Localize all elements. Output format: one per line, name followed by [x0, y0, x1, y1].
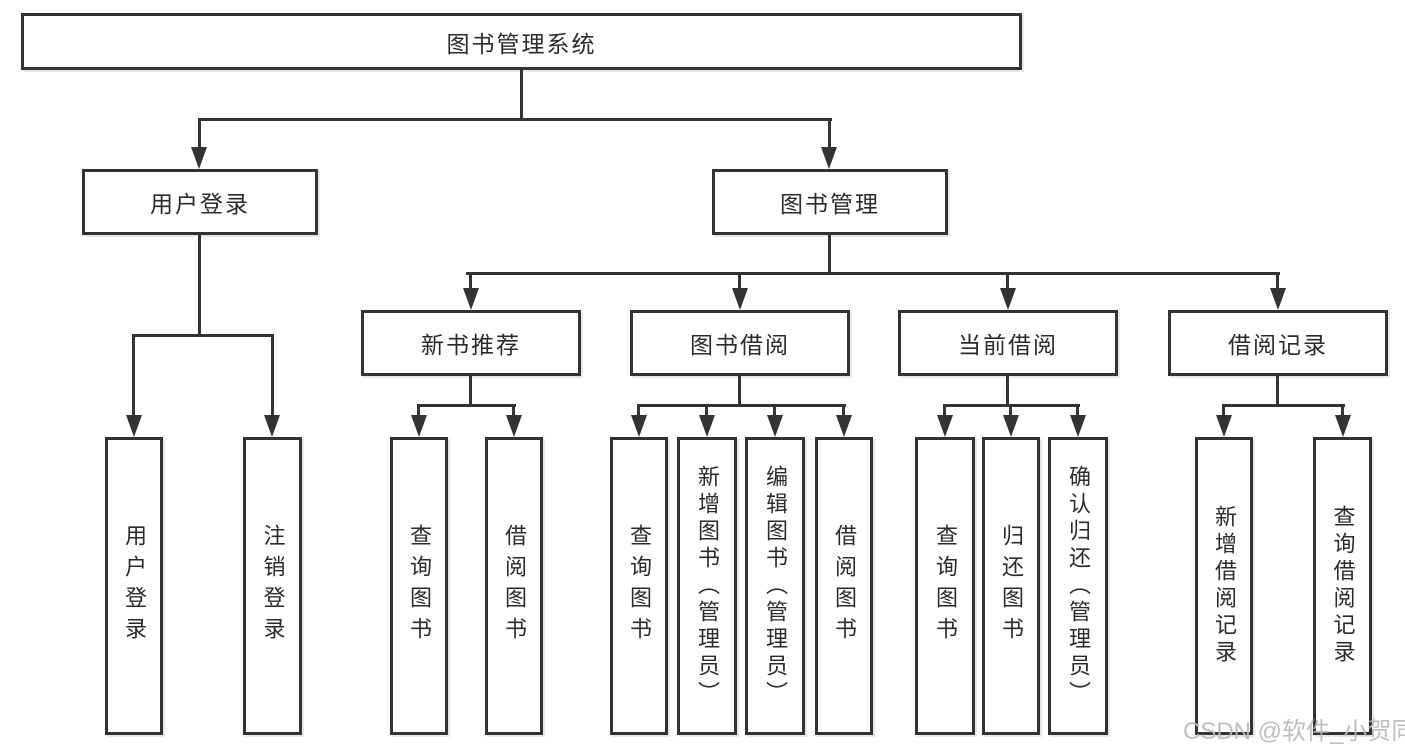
node-book-borrow: 图书借阅 — [630, 310, 850, 376]
connector-line — [637, 404, 846, 407]
leaf-add-books-admin-label: 新增图书（管理员） — [695, 464, 720, 708]
node-new-book-recommend-label: 新书推荐 — [421, 332, 521, 358]
node-borrow-records-label: 借阅记录 — [1228, 332, 1328, 358]
leaf-query-books-current-label: 查询图书 — [933, 524, 958, 648]
arrowhead-icon — [1270, 288, 1286, 310]
arrowhead-icon — [821, 147, 837, 169]
leaf-edit-books-admin-label: 编辑图书（管理员） — [763, 464, 788, 708]
leaf-borrow-books-recommend: 借阅图书 — [485, 437, 543, 735]
connector-line — [738, 275, 741, 289]
arrowhead-icon — [1335, 415, 1351, 437]
connector-line — [512, 407, 515, 416]
node-user-login: 用户登录 — [82, 169, 318, 235]
leaf-confirm-return-admin: 确认归还（管理员） — [1048, 437, 1108, 735]
connector-line — [738, 376, 741, 407]
leaf-query-borrow-record: 查询借阅记录 — [1313, 437, 1372, 735]
node-new-book-recommend: 新书推荐 — [361, 310, 581, 376]
connector-line — [469, 376, 472, 407]
connector-line — [1276, 376, 1279, 407]
leaf-return-books-label: 归还图书 — [999, 524, 1024, 648]
leaf-borrow-books-label: 借阅图书 — [832, 524, 857, 648]
connector-line — [1222, 404, 1345, 407]
connector-line — [417, 404, 516, 407]
arrowhead-icon — [836, 415, 852, 437]
connector-line — [1006, 376, 1009, 407]
connector-line — [198, 121, 201, 148]
leaf-query-borrow-record-label: 查询借阅记录 — [1330, 505, 1356, 667]
leaf-add-books-admin: 新增图书（管理员） — [677, 437, 737, 735]
connector-line — [1341, 407, 1344, 416]
leaf-edit-books-admin: 编辑图书（管理员） — [745, 437, 805, 735]
connector-line — [271, 337, 274, 416]
arrowhead-icon — [463, 288, 479, 310]
node-borrow-records: 借阅记录 — [1168, 310, 1388, 376]
connector-line — [417, 407, 420, 416]
arrowhead-icon — [1003, 415, 1019, 437]
arrowhead-icon — [191, 147, 207, 169]
arrowhead-icon — [699, 415, 715, 437]
leaf-borrow-books-recommend-label: 借阅图书 — [502, 524, 527, 648]
connector-line — [943, 407, 946, 416]
connector-line — [469, 275, 472, 289]
leaf-query-books-borrow: 查询图书 — [610, 437, 668, 735]
arrowhead-icon — [506, 415, 522, 437]
node-book-borrow-label: 图书借阅 — [690, 332, 790, 358]
leaf-logout-label: 注销登录 — [260, 524, 286, 648]
connector-line — [1006, 275, 1009, 289]
leaf-query-books-borrow-label: 查询图书 — [627, 524, 652, 648]
node-user-login-label: 用户登录 — [150, 191, 250, 217]
leaf-return-books: 归还图书 — [982, 437, 1040, 735]
leaf-query-books-recommend: 查询图书 — [390, 437, 448, 735]
node-current-borrow-label: 当前借阅 — [958, 332, 1058, 358]
connector-line — [132, 334, 274, 337]
leaf-add-borrow-record: 新增借阅记录 — [1195, 437, 1253, 735]
arrowhead-icon — [126, 415, 142, 437]
arrowhead-icon — [631, 415, 647, 437]
arrowhead-icon — [1000, 288, 1016, 310]
leaf-user-login-label: 用户登录 — [122, 524, 147, 648]
connector-line — [1009, 407, 1012, 416]
connector-line — [773, 407, 776, 416]
connector-line — [132, 337, 135, 416]
connector-line — [943, 404, 1080, 407]
arrowhead-icon — [1216, 415, 1232, 437]
node-book-management: 图书管理 — [712, 169, 948, 235]
node-root-label: 图书管理系统 — [446, 30, 597, 57]
leaf-user-login: 用户登录 — [105, 437, 163, 735]
leaf-borrow-books: 借阅图书 — [815, 437, 873, 735]
connector-line — [828, 235, 831, 275]
leaf-add-borrow-record-label: 新增借阅记录 — [1212, 505, 1237, 667]
connector-line — [1222, 407, 1225, 416]
arrowhead-icon — [937, 415, 953, 437]
leaf-confirm-return-admin-label: 确认归还（管理员） — [1066, 464, 1091, 708]
connector-line — [520, 70, 523, 120]
leaf-query-books-recommend-label: 查询图书 — [407, 524, 432, 648]
arrowhead-icon — [767, 415, 783, 437]
connector-line — [705, 407, 708, 416]
arrowhead-icon — [732, 288, 748, 310]
arrowhead-icon — [264, 415, 280, 437]
connector-line — [1076, 407, 1079, 416]
connector-line — [1276, 275, 1279, 289]
leaf-query-books-current: 查询图书 — [915, 437, 975, 735]
connector-line — [637, 407, 640, 416]
node-book-management-label: 图书管理 — [780, 191, 880, 217]
connector-line — [198, 118, 832, 121]
node-root: 图书管理系统 — [21, 13, 1022, 70]
connector-line — [842, 407, 845, 416]
node-current-borrow: 当前借阅 — [898, 310, 1118, 376]
connector-line — [466, 272, 1280, 275]
arrowhead-icon — [411, 415, 427, 437]
arrowhead-icon — [1070, 415, 1086, 437]
leaf-logout: 注销登录 — [243, 437, 302, 735]
watermark: CSDN @软件_小贺同学 — [1183, 718, 1405, 745]
connector-line — [198, 235, 201, 336]
connector-line — [828, 121, 831, 148]
